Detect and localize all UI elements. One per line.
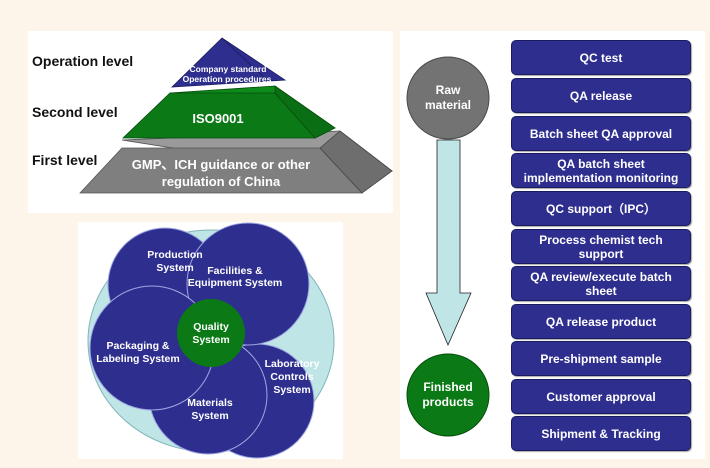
materials-label-1: Materials <box>187 397 233 409</box>
second-level-text: ISO9001 <box>192 111 243 126</box>
flow-step-qc-support: QC support（IPC） <box>511 191 691 226</box>
finished-products-label-2: products <box>422 395 474 409</box>
quality-systems-diagram: Production System Facilities & Equipment… <box>87 222 335 459</box>
flow-step-batch-sheet-monitoring: QA batch sheet implementation monitoring <box>511 153 691 188</box>
flow-step-pre-shipment-sample: Pre-shipment sample <box>511 341 691 376</box>
facilities-label-2: Equipment System <box>188 277 283 289</box>
flow-step-shipment-tracking: Shipment & Tracking <box>511 416 691 451</box>
pyramid-level-operation: Company standard Operation procedures <box>170 37 287 88</box>
operation-level-label: Operation level <box>32 53 134 69</box>
finished-products-circle <box>406 353 490 437</box>
laboratory-label-2: Controls <box>270 371 313 383</box>
quality-system-circle <box>177 299 245 367</box>
first-level-text-1: GMP、ICH guidance or other <box>132 157 310 172</box>
quality-label-1: Quality <box>193 321 229 333</box>
second-level-label: Second level <box>32 104 118 120</box>
production-label-1: Production <box>147 249 202 261</box>
flow-step-customer-approval: Customer approval <box>511 379 691 414</box>
pyramid-level-first: GMP、ICH guidance or other regulation of … <box>79 130 393 194</box>
packaging-label-1: Packaging & <box>106 340 169 352</box>
facilities-label-1: Facilities & <box>207 265 263 277</box>
production-label-2: System <box>156 262 193 274</box>
pyramid-diagram: GMP、ICH guidance or other regulation of … <box>79 37 393 194</box>
operation-level-text-1: Company standard <box>190 64 267 74</box>
raw-material-label-1: Raw <box>436 83 461 97</box>
pyramid-panel: GMP、ICH guidance or other regulation of … <box>28 31 393 213</box>
flow-step-qa-release-product: QA release product <box>511 304 691 339</box>
flow-step-process-chemist: Process chemist tech support <box>511 229 691 264</box>
raw-material-label-2: material <box>425 98 471 112</box>
process-flow-panel: Raw material Finished products QC test Q… <box>400 31 705 459</box>
laboratory-label-1: Laboratory <box>265 358 320 370</box>
raw-material-circle <box>406 56 490 140</box>
first-level-text-2: regulation of China <box>162 174 281 189</box>
pyramid-level-second: ISO9001 <box>122 85 336 139</box>
packaging-label-2: Labeling System <box>96 353 179 365</box>
operation-level-text-2: Operation procedures <box>183 74 272 84</box>
flow-step-batch-sheet-approval: Batch sheet QA approval <box>511 116 691 151</box>
first-level-label: First level <box>32 152 98 168</box>
finished-products-label-1: Finished <box>423 380 472 394</box>
laboratory-label-3: System <box>273 384 310 396</box>
down-arrow-icon <box>425 139 472 347</box>
quality-label-2: System <box>192 334 229 346</box>
materials-label-2: System <box>191 410 228 422</box>
quality-systems-panel: Production System Facilities & Equipment… <box>78 222 343 459</box>
flow-step-qc-test: QC test <box>511 40 691 75</box>
flow-step-qa-review: QA review/execute batch sheet <box>511 266 691 301</box>
flow-step-qa-release: QA release <box>511 78 691 113</box>
flow-arrow-diagram: Raw material Finished products <box>406 56 490 437</box>
